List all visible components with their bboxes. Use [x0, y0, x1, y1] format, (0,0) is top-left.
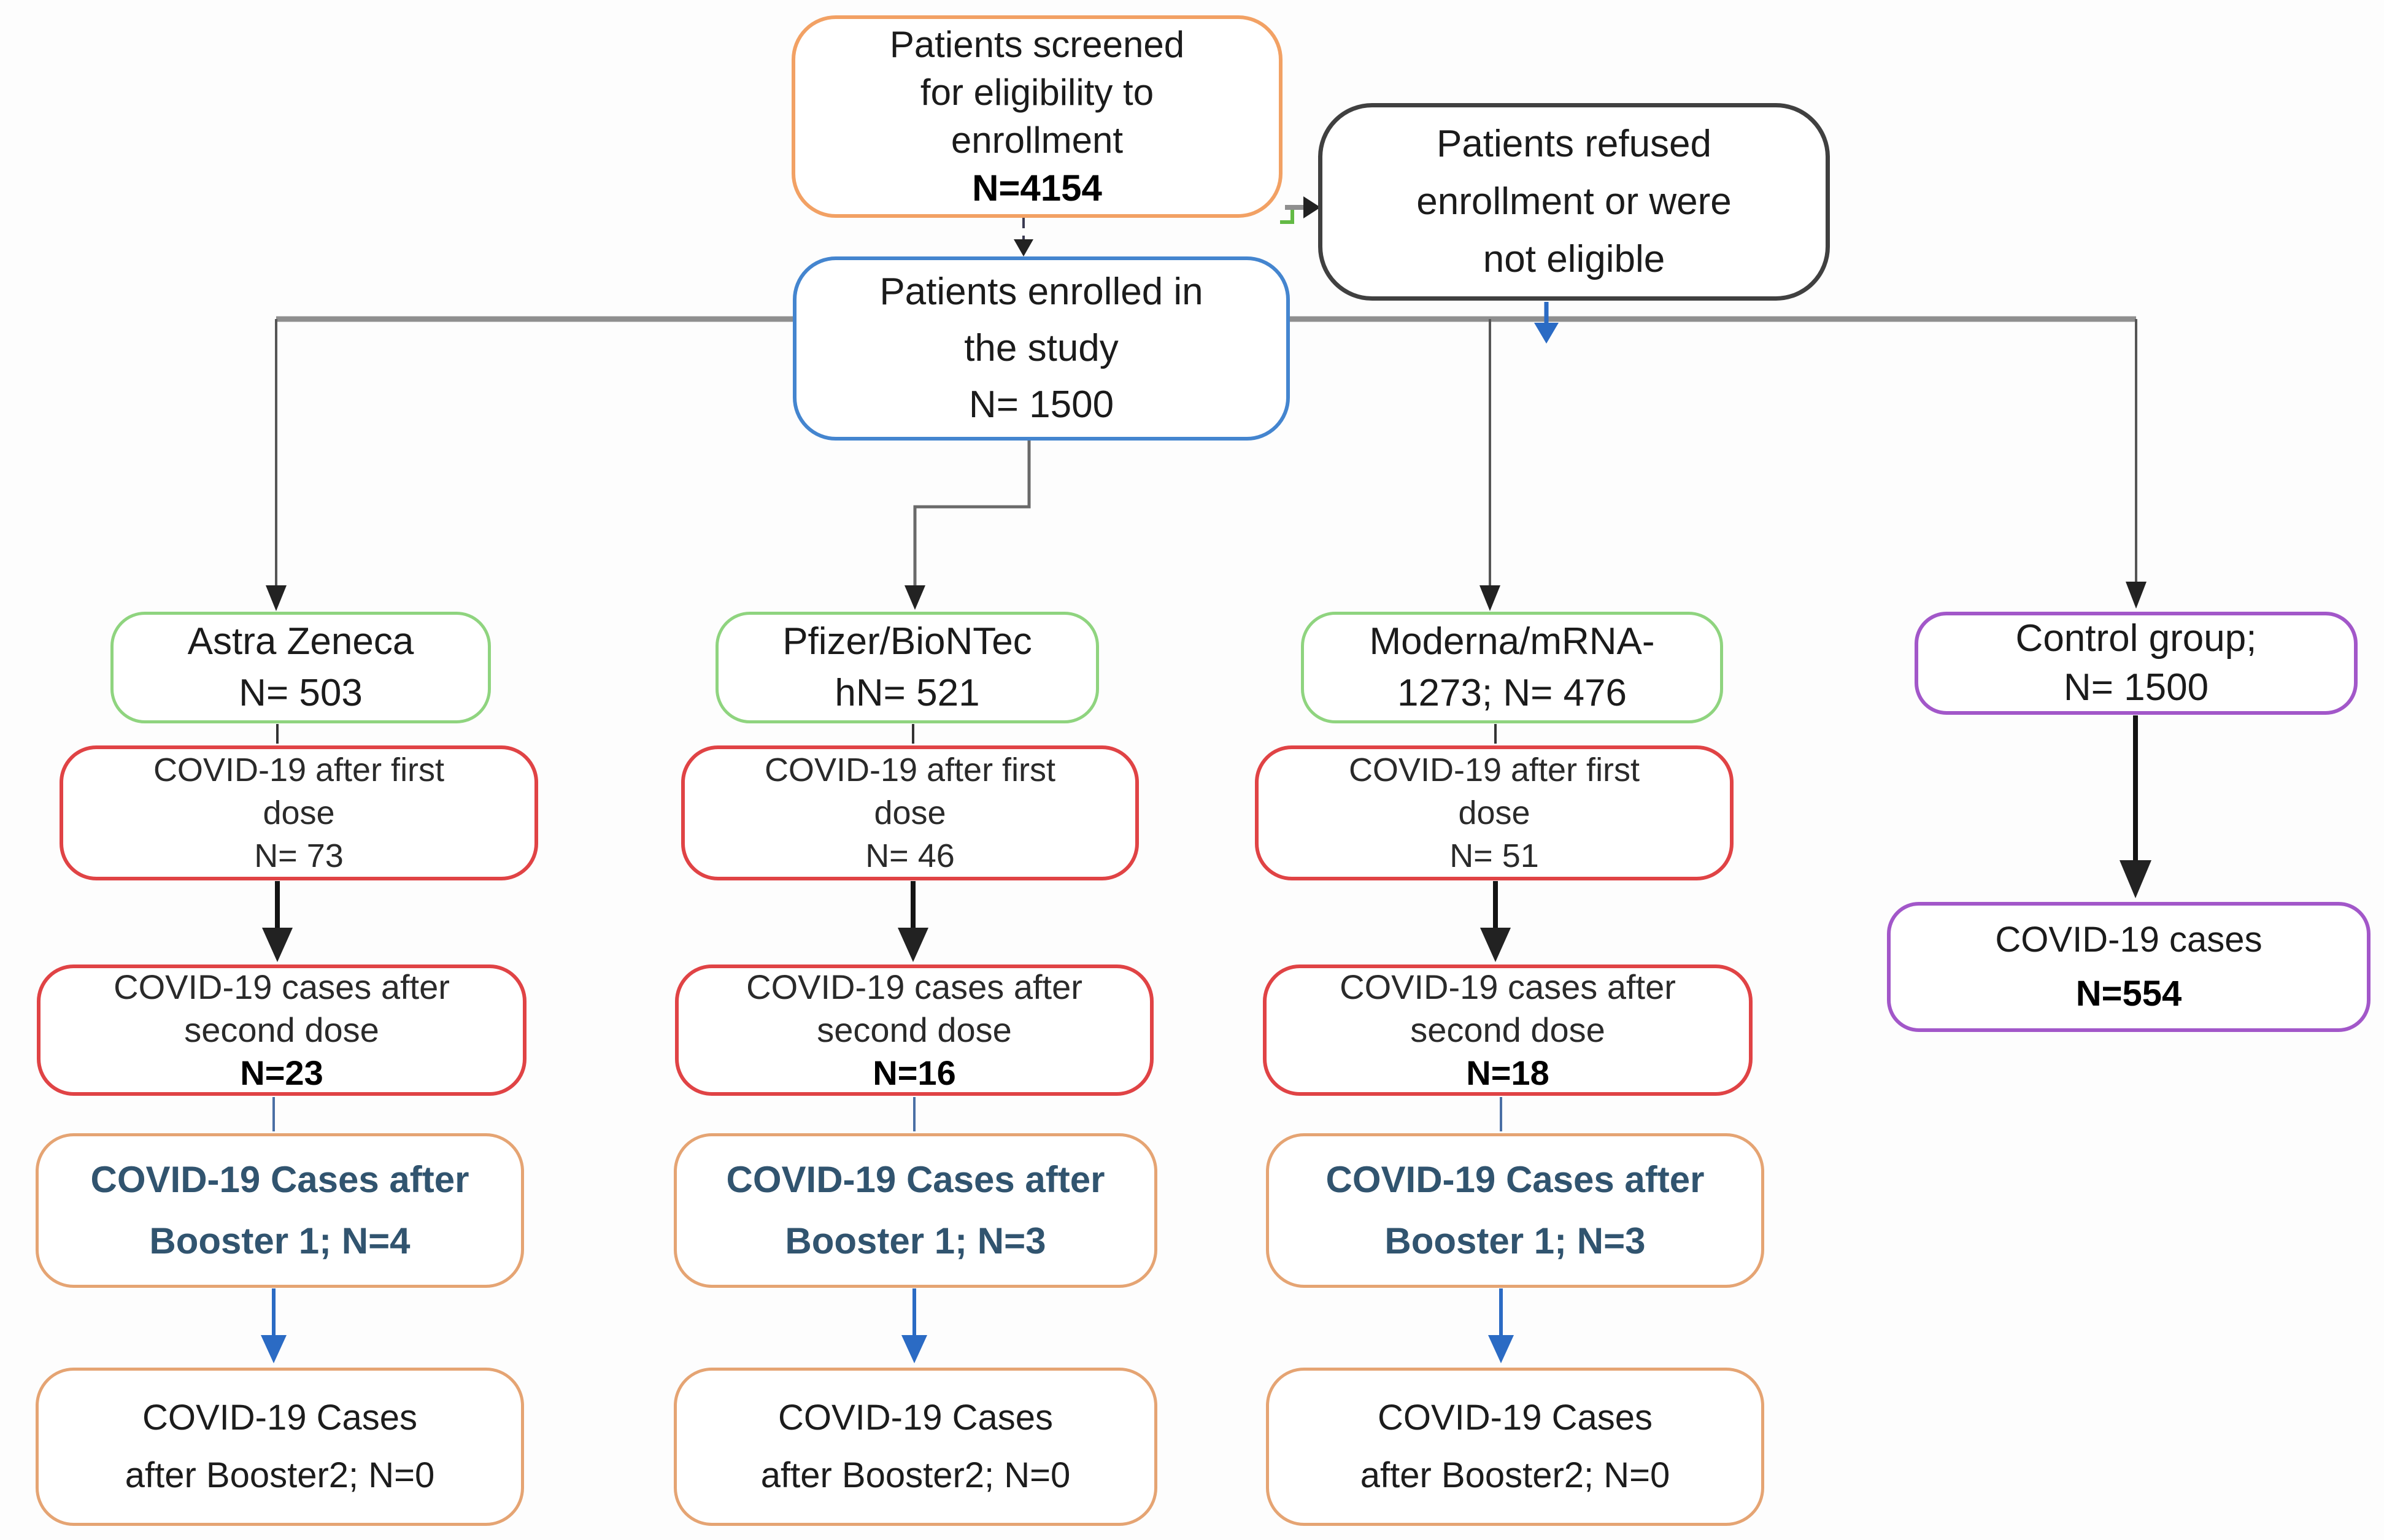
- text-line: second dose: [184, 1011, 379, 1049]
- box-moderna-booster2: COVID-19 Cases after Booster2; N=0: [1266, 1368, 1764, 1526]
- arrow-screened-to-refused: [1280, 196, 1321, 224]
- count-pfizer-booster2: after Booster2; N=0: [760, 1455, 1071, 1495]
- box-control-group-header: Control group; N= 1500: [1915, 612, 2358, 715]
- text-line: for eligibility to: [920, 72, 1154, 113]
- text-line: dose: [263, 795, 335, 831]
- arrow-to-moderna: [1479, 319, 1500, 611]
- text-line: Moderna/mRNA-: [1369, 620, 1655, 663]
- text-line: Astra Zeneca: [187, 620, 414, 663]
- count-moderna: 1273; N= 476: [1397, 672, 1627, 714]
- box-astra-booster1: COVID-19 Cases after Booster 1; N=4: [36, 1133, 524, 1288]
- text-line: COVID-19 Cases: [1377, 1398, 1653, 1438]
- arrow-pfizer-first-to-second-dose: [898, 881, 928, 962]
- text-line: enrollment: [951, 120, 1124, 161]
- text-line: dose: [874, 795, 946, 831]
- arrow-to-astra-zeneca: [266, 319, 287, 611]
- text-line: COVID-19 after first: [1348, 752, 1640, 788]
- box-pfizer-first-dose: COVID-19 after first dose N= 46: [681, 745, 1139, 880]
- box-pfizer-header: Pfizer/BioNTec hN= 521: [716, 612, 1099, 723]
- text-line: COVID-19 after first: [764, 752, 1056, 788]
- count-astra-booster2: after Booster2; N=0: [125, 1455, 435, 1495]
- text-line: Pfizer/BioNTec: [782, 620, 1032, 663]
- arrow-screened-to-enrolled: [1014, 217, 1033, 256]
- count-astra-second-dose: N=23: [240, 1053, 323, 1092]
- text-line: COVID-19 Cases after: [1325, 1159, 1705, 1200]
- text-line: dose: [1458, 795, 1530, 831]
- box-patients-enrolled: Patients enrolled in the study N= 1500: [793, 256, 1290, 441]
- box-astra-booster2: COVID-19 Cases after Booster2; N=0: [36, 1368, 524, 1526]
- box-astra-zeneca-header: Astra Zeneca N= 503: [110, 612, 491, 723]
- box-pfizer-booster2: COVID-19 Cases after Booster2; N=0: [674, 1368, 1157, 1526]
- box-astra-first-dose: COVID-19 after first dose N= 73: [60, 745, 538, 880]
- count-screened: N=4154: [972, 167, 1102, 209]
- text-line: enrollment or were: [1416, 180, 1732, 223]
- text-line: second dose: [1410, 1011, 1605, 1049]
- text-line: COVID-19 cases after: [746, 968, 1082, 1006]
- box-patients-refused: Patients refused enrollment or were not …: [1318, 103, 1830, 301]
- arrow-pfizer-booster1-to-booster2: [901, 1288, 927, 1363]
- arrow-to-control-group: [2126, 319, 2147, 609]
- count-moderna-second-dose: N=18: [1466, 1053, 1549, 1092]
- arrow-refused-down: [1534, 302, 1559, 344]
- count-control-cases: N=554: [2075, 974, 2182, 1014]
- text-line: the study: [964, 327, 1119, 369]
- box-moderna-booster1: COVID-19 Cases after Booster 1; N=3: [1266, 1133, 1764, 1288]
- text-line: Patients screened: [889, 24, 1185, 65]
- box-pfizer-booster1: COVID-19 Cases after Booster 1; N=3: [674, 1133, 1157, 1288]
- arrow-astra-booster1-to-booster2: [261, 1288, 287, 1363]
- box-pfizer-second-dose: COVID-19 cases after second dose N=16: [675, 964, 1154, 1096]
- box-astra-second-dose: COVID-19 cases after second dose N=23: [37, 964, 527, 1096]
- count-astra-first-dose: N= 73: [254, 837, 344, 874]
- text-line: Control group;: [2015, 617, 2257, 660]
- text-line: Patients refused: [1436, 123, 1712, 165]
- text-line: Patients enrolled in: [879, 271, 1203, 313]
- arrow-moderna-first-to-second-dose: [1480, 881, 1511, 962]
- text-line: COVID-19 after first: [153, 752, 445, 788]
- box-moderna-second-dose: COVID-19 cases after second dose N=18: [1263, 964, 1753, 1096]
- arrow-control-to-cases: [2120, 715, 2151, 898]
- count-pfizer: hN= 521: [835, 672, 980, 714]
- count-pfizer-booster1: Booster 1; N=3: [785, 1220, 1046, 1261]
- count-moderna-booster1: Booster 1; N=3: [1384, 1220, 1646, 1261]
- count-moderna-first-dose: N= 51: [1449, 837, 1539, 874]
- arrow-moderna-booster1-to-booster2: [1488, 1288, 1514, 1363]
- count-control: N= 1500: [2063, 666, 2209, 709]
- count-astra-booster1: Booster 1; N=4: [149, 1220, 411, 1261]
- box-moderna-header: Moderna/mRNA- 1273; N= 476: [1301, 612, 1723, 723]
- text-line: COVID-19 Cases: [142, 1398, 418, 1438]
- text-line: COVID-19 Cases after: [726, 1159, 1105, 1200]
- text-line: COVID-19 cases after: [114, 968, 450, 1006]
- text-line: not eligible: [1483, 238, 1665, 280]
- arrow-to-pfizer: [905, 441, 1031, 610]
- count-pfizer-second-dose: N=16: [873, 1053, 956, 1092]
- text-line: second dose: [817, 1011, 1012, 1049]
- text-line: COVID-19 cases after: [1340, 968, 1676, 1006]
- text-line: COVID-19 Cases after: [90, 1159, 469, 1200]
- count-enrolled: N= 1500: [968, 383, 1114, 426]
- count-moderna-booster2: after Booster2; N=0: [1360, 1455, 1670, 1495]
- box-control-covid-cases: COVID-19 cases N=554: [1887, 902, 2370, 1032]
- box-moderna-first-dose: COVID-19 after first dose N= 51: [1255, 745, 1734, 880]
- text-line: COVID-19 Cases: [777, 1398, 1054, 1438]
- arrow-astra-first-to-second-dose: [262, 881, 293, 962]
- count-astra: N= 503: [239, 672, 363, 714]
- box-patients-screened: Patients screened for eligibility to enr…: [792, 15, 1283, 218]
- count-pfizer-first-dose: N= 46: [865, 837, 955, 874]
- text-line: COVID-19 cases: [1995, 920, 2262, 960]
